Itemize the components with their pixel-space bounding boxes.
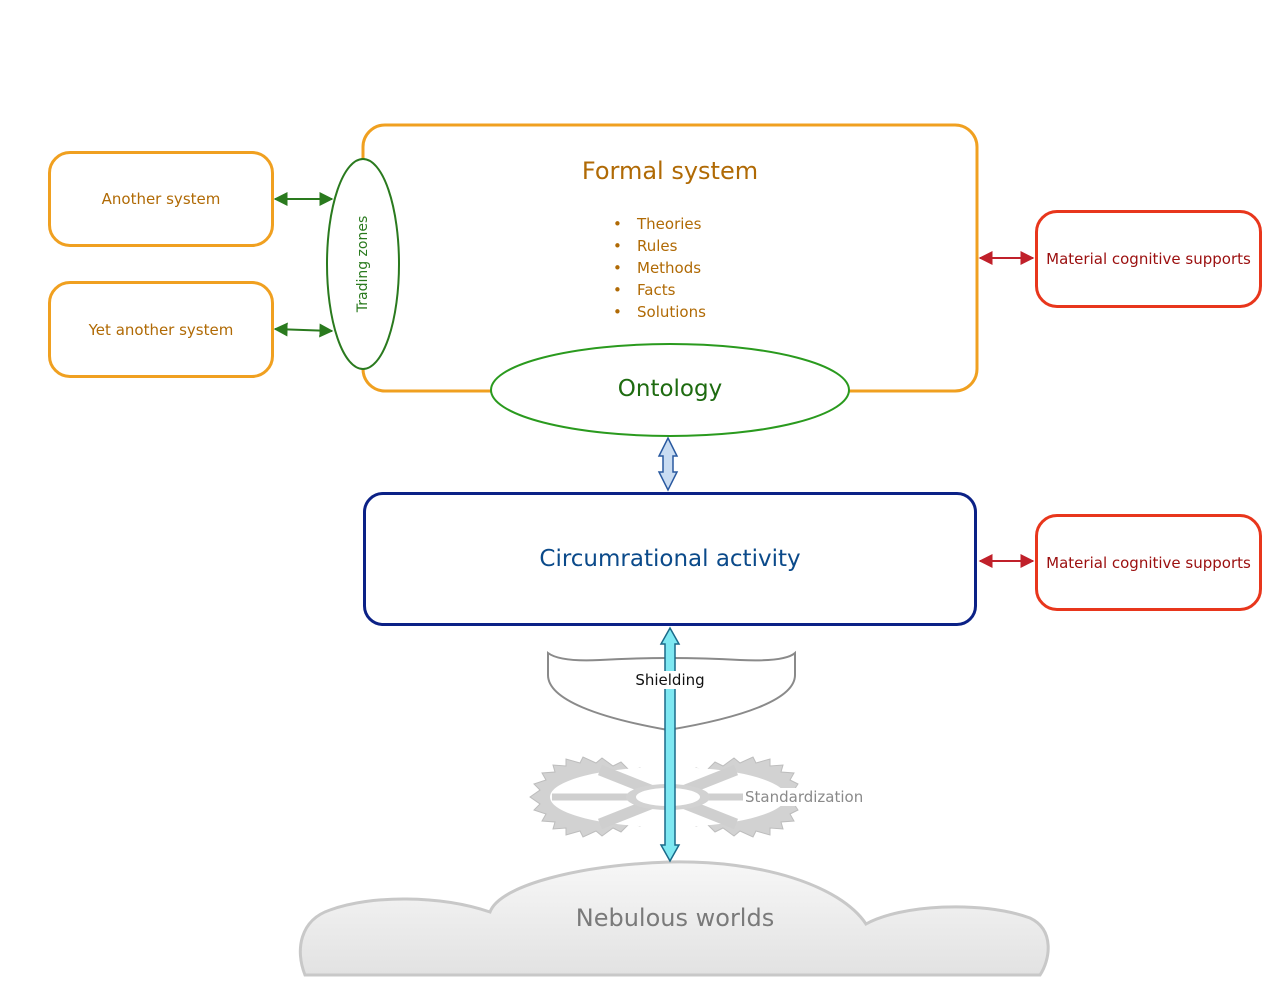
another-system-label: Another system: [101, 190, 221, 208]
arrow-yet-another-system: [273, 322, 334, 338]
nebulous-worlds-label: Nebulous worlds: [575, 904, 775, 932]
material-supports-label: Material cognitive supports: [1046, 250, 1251, 268]
list-item: Facts: [611, 279, 706, 301]
circumrational-activity-box: Circumrational activity: [363, 492, 977, 626]
formal-system-items: Theories Rules Methods Facts Solutions: [611, 213, 706, 323]
formal-system: Formal system Theories Rules Methods Fac…: [363, 125, 977, 391]
ontology-ellipse: [490, 343, 850, 437]
material-supports-label: Material cognitive supports: [1046, 553, 1251, 572]
shielding-label: Shielding: [620, 671, 720, 689]
yet-another-system-label: Yet another system: [88, 320, 234, 339]
trading-zones-label: Trading zones: [355, 215, 371, 313]
material-supports-box-top: Material cognitive supports: [1035, 210, 1262, 308]
list-item: Methods: [611, 257, 706, 279]
circumrational-activity-label: Circumrational activity: [539, 546, 801, 572]
another-system-box: Another system: [48, 151, 274, 247]
standardization-label: Standardization: [743, 788, 866, 806]
ontology-label: Ontology: [617, 376, 723, 402]
ontology-circumrational-arrow: [657, 436, 679, 492]
list-item: Rules: [611, 235, 706, 257]
list-item: Solutions: [611, 301, 706, 323]
list-item: Theories: [611, 213, 706, 235]
yet-another-system-box: Yet another system: [48, 281, 274, 378]
formal-system-title: Formal system: [581, 157, 759, 185]
material-supports-box-bottom: Material cognitive supports: [1035, 514, 1262, 611]
trading-zones-ellipse: [326, 158, 400, 370]
